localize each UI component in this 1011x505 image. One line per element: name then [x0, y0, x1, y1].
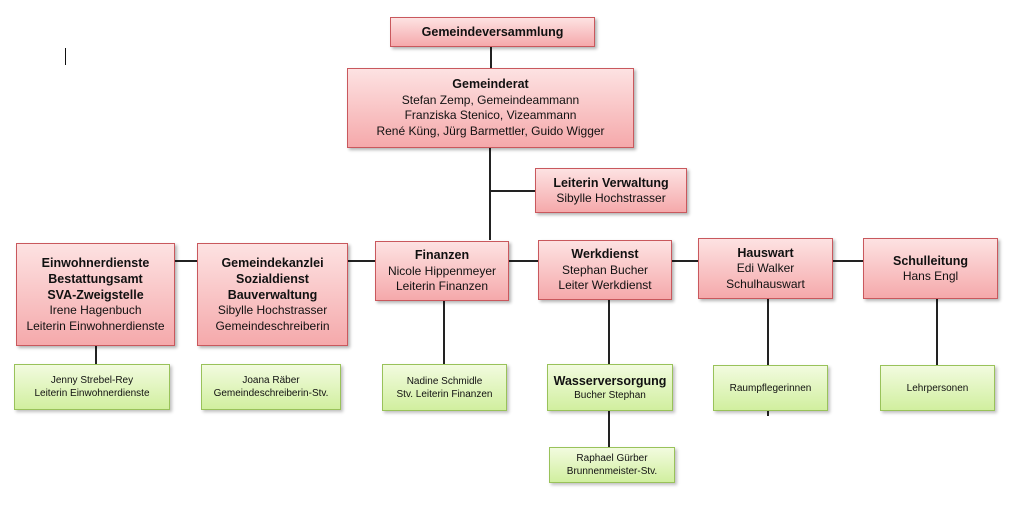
- node-line: Franziska Stenico, Vizeammann: [404, 108, 577, 123]
- node-line: Hans Engl: [902, 268, 959, 283]
- node-line: Leiterin Einwohnerdienste: [34, 388, 150, 399]
- node-hauswart[interactable]: Hauswart Edi Walker Schulhauswart: [698, 238, 833, 299]
- node-line: Bucher Stephan: [574, 390, 646, 402]
- node-title: Leiterin Verwaltung: [553, 175, 669, 190]
- connector-horizontal-main: [175, 260, 865, 262]
- connector-werkdienst-sub: [608, 300, 610, 364]
- node-title: Gemeindeversammlung: [421, 24, 564, 39]
- node-lehrpersonen[interactable]: Lehrpersonen: [880, 365, 995, 411]
- node-line: Lehrpersonen: [906, 382, 969, 394]
- node-line: Leiterin Einwohnerdienste: [26, 318, 165, 333]
- node-line: Irene Hagenbuch: [49, 303, 142, 318]
- node-line: Jenny Strebel-Rey: [50, 375, 134, 386]
- node-title: Sozialdienst: [236, 271, 309, 286]
- node-line: Sibylle Hochstrasser: [556, 190, 666, 205]
- node-line: Stephan Bucher: [561, 262, 649, 277]
- node-title: Hauswart: [737, 245, 794, 260]
- node-title: Bauverwaltung: [227, 288, 318, 303]
- node-line: Brunnenmeister-Stv.: [566, 466, 658, 477]
- node-title: Wasserversorgung: [553, 373, 667, 388]
- node-finanzen[interactable]: Finanzen Nicole Hippenmeyer Leiterin Fin…: [375, 241, 509, 301]
- node-line: Joana Räber: [242, 375, 300, 386]
- node-raphael-guerber[interactable]: Raphael Gürber Brunnenmeister-Stv.: [549, 447, 675, 483]
- node-jenny-strebel-rey[interactable]: Jenny Strebel-Rey Leiterin Einwohnerdien…: [14, 364, 170, 410]
- node-title: SVA-Zweigstelle: [47, 288, 144, 303]
- node-line: Leiter Werkdienst: [558, 278, 652, 293]
- node-line: Edi Walker: [736, 261, 795, 276]
- node-leiterin-verwaltung[interactable]: Leiterin Verwaltung Sibylle Hochstrasser: [535, 168, 687, 213]
- node-line: Gemeindeschreiberin-Stv.: [213, 388, 329, 399]
- node-title: Schulleitung: [893, 253, 968, 268]
- connector-hauswart-sub: [767, 299, 769, 416]
- connector-wasser-brunnen: [608, 411, 610, 447]
- node-line: Raumpflegerinnen: [729, 382, 812, 394]
- node-gemeindekanzlei[interactable]: Gemeindekanzlei Sozialdienst Bauverwaltu…: [197, 243, 348, 346]
- node-line: Raphael Gürber: [576, 453, 648, 464]
- node-line: Gemeindeschreiberin: [215, 318, 330, 333]
- node-line: Stefan Zemp, Gemeindeammann: [401, 92, 580, 107]
- node-line: Sibylle Hochstrasser: [217, 303, 328, 318]
- connector-finanzen-sub: [443, 301, 445, 364]
- node-gemeindeversammlung[interactable]: Gemeindeversammlung: [390, 17, 595, 47]
- node-title: Einwohnerdienste: [41, 255, 150, 270]
- node-title: Gemeinderat: [452, 77, 529, 92]
- connector-einwohner-sub: [95, 346, 97, 364]
- node-einwohnerdienste[interactable]: Einwohnerdienste Bestattungsamt SVA-Zwei…: [16, 243, 175, 346]
- connector-rat-trunk: [489, 148, 491, 240]
- node-line: Nicole Hippenmeyer: [387, 263, 497, 278]
- node-nadine-schmidle[interactable]: Nadine Schmidle Stv. Leiterin Finanzen: [382, 364, 507, 411]
- node-line: Nadine Schmidle: [406, 375, 483, 387]
- connector-verwaltung: [490, 190, 535, 192]
- node-title: Gemeindekanzlei: [221, 255, 324, 270]
- node-line: Schulhauswart: [726, 276, 805, 291]
- node-joana-raeber[interactable]: Joana Räber Gemeindeschreiberin-Stv.: [201, 364, 341, 410]
- text-cursor: [65, 48, 66, 65]
- node-title: Werkdienst: [571, 247, 639, 262]
- node-line: René Küng, Jürg Barmettler, Guido Wigger: [376, 123, 605, 138]
- node-raumpflegerinnen[interactable]: Raumpflegerinnen: [713, 365, 828, 411]
- node-line: Stv. Leiterin Finanzen: [396, 388, 493, 400]
- node-werkdienst[interactable]: Werkdienst Stephan Bucher Leiter Werkdie…: [538, 240, 672, 300]
- connector-schulleitung-sub: [936, 299, 938, 365]
- connector-versammlung-rat: [490, 46, 492, 69]
- node-title: Bestattungsamt: [48, 271, 143, 286]
- node-line: Leiterin Finanzen: [395, 279, 489, 294]
- node-title: Finanzen: [414, 248, 470, 263]
- node-wasserversorgung[interactable]: Wasserversorgung Bucher Stephan: [547, 364, 673, 411]
- node-schulleitung[interactable]: Schulleitung Hans Engl: [863, 238, 998, 299]
- node-gemeinderat[interactable]: Gemeinderat Stefan Zemp, Gemeindeammann …: [347, 68, 634, 148]
